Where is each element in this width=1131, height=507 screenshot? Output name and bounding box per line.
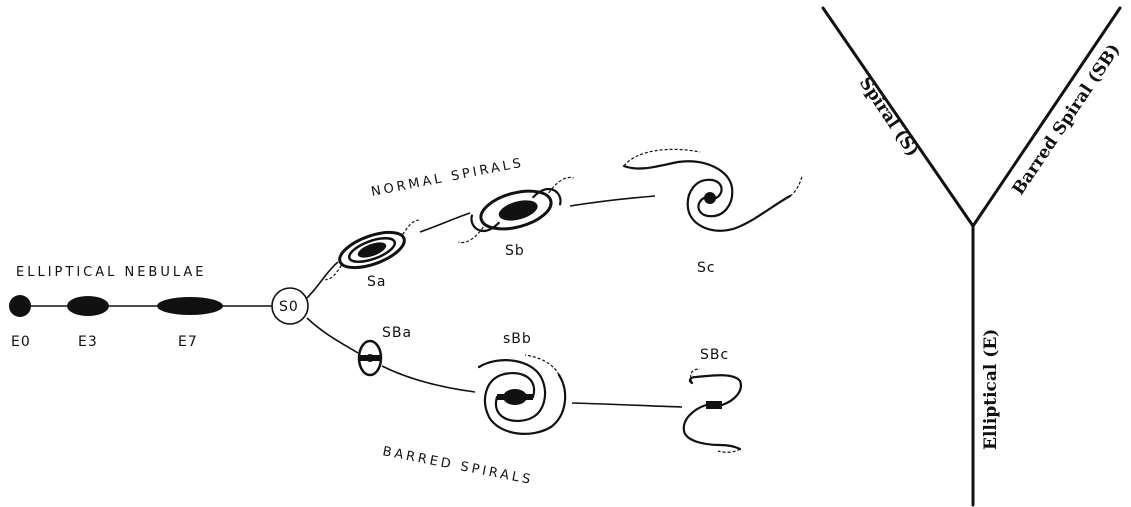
connector-sa-sb	[420, 213, 470, 232]
connector-s0-sba	[307, 318, 358, 353]
label-e7: E7	[178, 334, 198, 350]
galaxy-sa	[316, 218, 427, 281]
label-elliptical-nebulae: ELLIPTICAL NEBULAE	[16, 265, 207, 280]
galaxy-sb	[450, 176, 583, 244]
label-e3: E3	[78, 334, 98, 350]
connector-sb-sc	[570, 196, 655, 206]
label-barred-spirals: BARRED SPIRALS	[381, 444, 534, 488]
label-sc: Sc	[697, 260, 716, 276]
galaxy-e3	[67, 296, 109, 316]
connector-sbb-sbc	[572, 403, 682, 407]
schematic-barred-arm	[973, 8, 1120, 226]
schematic-label-barred-spiral: Barred Spiral (SB)	[1009, 40, 1125, 198]
galaxy-sba	[359, 341, 381, 375]
label-sbb: sBb	[503, 331, 532, 347]
label-sba: SBa	[382, 325, 412, 341]
label-sb: Sb	[505, 243, 525, 259]
label-normal-spirals: NORMAL SPIRALS	[370, 156, 525, 200]
connector-s0-sa	[307, 262, 338, 298]
galaxy-sbb	[479, 355, 565, 434]
galaxy-e7	[157, 297, 223, 315]
schematic-label-spiral: Spiral (S)	[855, 74, 923, 161]
label-e0: E0	[11, 334, 31, 350]
schematic-label-elliptical: Elliptical (E)	[981, 329, 1001, 450]
galaxy-sbc	[684, 369, 741, 452]
label-sbc: SBc	[700, 347, 729, 363]
label-s0: S0	[279, 299, 299, 315]
label-sa: Sa	[367, 274, 386, 290]
galaxy-sc	[624, 149, 802, 230]
galaxy-e0	[9, 295, 31, 317]
connector-sba-sbb	[382, 366, 475, 392]
